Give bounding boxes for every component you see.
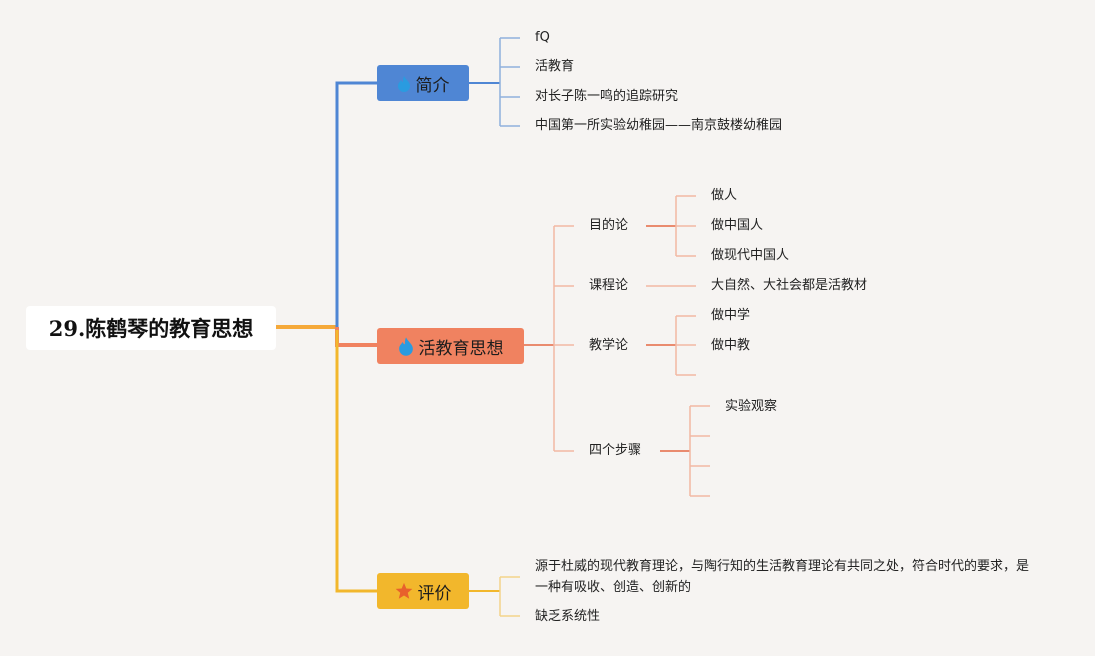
root-topic[interactable]: 29.陈鹤琴的教育思想 (26, 306, 276, 350)
leaf-item[interactable]: 大自然、大社会都是活教材 (711, 278, 868, 293)
main-connector (335, 327, 377, 347)
flame-icon (398, 336, 414, 356)
subtopic-purpose[interactable]: 目的论 (589, 218, 629, 233)
eval-children-connectors (469, 576, 520, 617)
leaf-item[interactable]: 做中教 (711, 338, 751, 353)
leaf-item[interactable]: 做中学 (711, 308, 751, 323)
branch-main-label: 活教育思想 (418, 338, 504, 359)
subtopic-teaching[interactable]: 教学论 (589, 338, 629, 353)
intro-connector (335, 81, 377, 327)
branch-eval[interactable]: 评价 (377, 573, 469, 609)
intro-children-connectors (469, 37, 520, 127)
main-children-connectors (524, 195, 710, 497)
branch-eval-label: 评价 (417, 583, 452, 604)
branch-intro-label: 简介 (415, 75, 450, 96)
leaf-item[interactable]: 做现代中国人 (711, 248, 790, 263)
eval-item[interactable]: 缺乏系统性 (535, 609, 601, 624)
subtopic-four-steps[interactable]: 四个步骤 (589, 443, 642, 458)
intro-item[interactable]: fQ (535, 30, 550, 45)
leaf-item[interactable]: 实验观察 (725, 399, 778, 414)
root-title: 29.陈鹤琴的教育思想 (48, 316, 254, 341)
subtopic-curriculum[interactable]: 课程论 (589, 278, 629, 293)
intro-item[interactable]: 对长子陈一鸣的追踪研究 (535, 89, 679, 104)
eval-item[interactable]: 源于杜威的现代教育理论，与陶行知的生活教育理论有共同之处，符合时代的要求，是一种… (535, 559, 1030, 595)
leaf-item[interactable]: 做中国人 (711, 218, 764, 233)
eval-connector (335, 330, 377, 593)
branch-main[interactable]: 活教育思想 (377, 328, 524, 364)
intro-item[interactable]: 中国第一所实验幼稚园——南京鼓楼幼稚园 (535, 118, 783, 133)
branch-intro[interactable]: 简介 (377, 65, 469, 101)
flame-icon (397, 75, 411, 92)
star-icon (395, 582, 413, 600)
intro-item[interactable]: 活教育 (535, 59, 575, 74)
leaf-item[interactable]: 做人 (711, 188, 738, 203)
